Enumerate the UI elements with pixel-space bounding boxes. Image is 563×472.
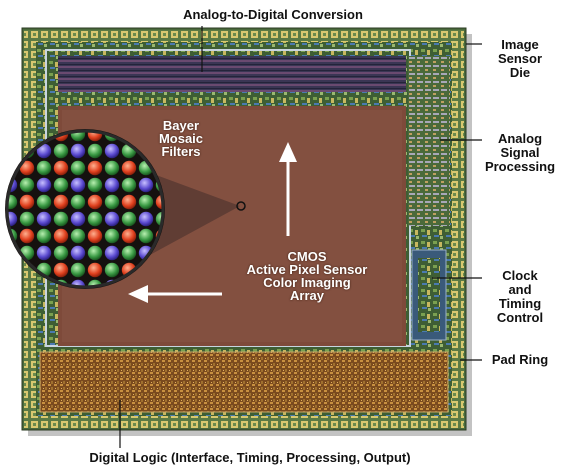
bayer-red-filter xyxy=(53,228,69,244)
bayer-blue-filter xyxy=(70,143,86,159)
bayer-red-filter xyxy=(121,194,137,210)
bayer-blue-filter xyxy=(7,279,18,287)
bayer-green-filter xyxy=(87,211,103,227)
bayer-green-filter xyxy=(121,245,137,261)
bayer-red-filter xyxy=(19,228,35,244)
bayer-green-filter xyxy=(104,228,120,244)
bayer-green-filter xyxy=(53,177,69,193)
bayer-red-filter xyxy=(87,194,103,210)
bayer-red-filter xyxy=(121,160,137,176)
bayer-green-filter xyxy=(70,262,86,278)
vertical-arrow xyxy=(279,142,297,236)
magnifier-target xyxy=(236,201,246,211)
bayer-green-filter xyxy=(7,262,18,278)
bayer-green-filter xyxy=(36,160,52,176)
bayer-blue-filter xyxy=(138,177,154,193)
bayer-background xyxy=(7,131,163,287)
bayer-red-filter xyxy=(87,228,103,244)
bayer-red-filter xyxy=(53,194,69,210)
label-pad-ring: Pad Ring xyxy=(491,352,549,367)
bayer-green-filter xyxy=(36,228,52,244)
label-analog-signal-processing: Analog Signal Processing xyxy=(484,131,556,174)
bayer-red-filter xyxy=(53,262,69,278)
bayer-green-filter xyxy=(104,262,120,278)
label-clock-timing-control: Clock and Timing Control xyxy=(496,268,544,325)
bayer-red-filter xyxy=(121,228,137,244)
analog-signal-processing-block xyxy=(408,56,450,226)
bayer-green-filter xyxy=(19,177,35,193)
bayer-blue-filter xyxy=(104,143,120,159)
bayer-blue-filter xyxy=(36,177,52,193)
bayer-blue-filter xyxy=(104,177,120,193)
bayer-blue-filter xyxy=(70,245,86,261)
bayer-green-filter xyxy=(121,211,137,227)
bayer-green-filter xyxy=(19,211,35,227)
bayer-green-filter xyxy=(70,131,86,142)
horizontal-arrow xyxy=(128,285,222,303)
bayer-blue-filter xyxy=(7,211,18,227)
label-image-sensor-die: Image Sensor Die xyxy=(497,37,543,80)
bayer-green-filter xyxy=(7,131,18,142)
clock-timing-circuitry xyxy=(418,258,440,332)
bayer-green-filter xyxy=(70,228,86,244)
bayer-blue-filter xyxy=(138,211,154,227)
bayer-green-filter xyxy=(87,177,103,193)
bayer-blue-filter xyxy=(104,245,120,261)
bayer-blue-filter xyxy=(70,177,86,193)
bayer-green-filter xyxy=(104,160,120,176)
bayer-red-filter xyxy=(87,160,103,176)
leader-lines xyxy=(119,26,482,448)
bayer-red-filter xyxy=(53,160,69,176)
label-digital-logic: Digital Logic (Interface, Timing, Proces… xyxy=(89,450,411,465)
bayer-green-filter xyxy=(36,194,52,210)
bayer-blue-filter xyxy=(7,245,18,261)
bayer-red-filter xyxy=(19,160,35,176)
bayer-green-filter xyxy=(104,194,120,210)
bayer-lens-rim xyxy=(5,129,165,289)
adc-band xyxy=(58,56,406,92)
bayer-green-filter xyxy=(87,143,103,159)
bayer-green-filter xyxy=(70,160,86,176)
bayer-red-filter xyxy=(155,194,163,210)
bayer-green-filter xyxy=(53,143,69,159)
digital-logic-block xyxy=(39,351,449,413)
bayer-green-filter xyxy=(87,245,103,261)
bayer-blue-filter xyxy=(104,211,120,227)
bayer-green-filter xyxy=(121,177,137,193)
label-adc: Analog-to-Digital Conversion xyxy=(183,7,363,22)
bayer-green-filter xyxy=(138,194,154,210)
label-cmos-array: CMOS Active Pixel Sensor Color Imaging A… xyxy=(246,249,368,303)
bayer-green-filter xyxy=(7,194,18,210)
bayer-green-filter xyxy=(53,211,69,227)
bayer-red-filter xyxy=(19,194,35,210)
bayer-green-filter xyxy=(70,194,86,210)
bayer-blue-filter xyxy=(36,211,52,227)
bayer-green-filter xyxy=(155,211,163,227)
bayer-green-filter xyxy=(138,228,154,244)
bayer-blue-filter xyxy=(70,211,86,227)
label-bayer-filters: Bayer Mosaic Filters xyxy=(158,118,204,159)
bayer-blue-filter xyxy=(36,245,52,261)
magnifier-cone xyxy=(148,172,240,256)
bayer-red-filter xyxy=(87,131,103,142)
bayer-blue-filter xyxy=(36,143,52,159)
bayer-green-filter xyxy=(53,245,69,261)
bayer-blue-filter xyxy=(7,143,18,159)
bayer-red-filter xyxy=(87,262,103,278)
